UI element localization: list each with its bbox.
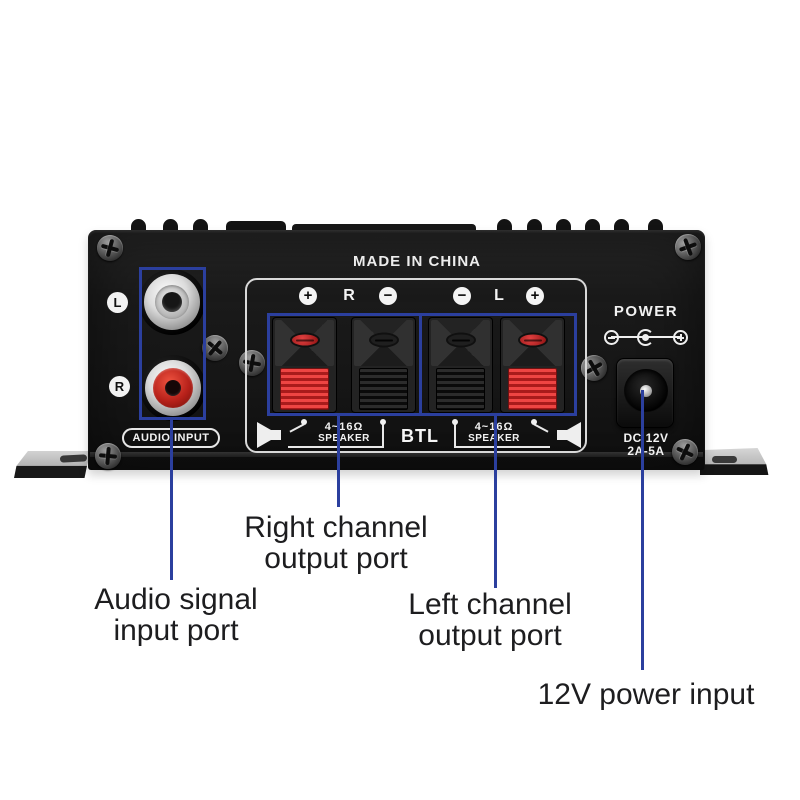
terminal-clip-lever bbox=[436, 368, 485, 410]
label-line: output port bbox=[264, 542, 408, 575]
annotation-line-right-channel bbox=[337, 414, 340, 507]
wire-terminal-dot bbox=[452, 419, 458, 425]
terminal-marking-plus: + bbox=[526, 287, 544, 305]
rca-jack-red bbox=[140, 355, 206, 421]
label-line: input port bbox=[113, 614, 239, 647]
wire-terminal-dot bbox=[301, 419, 307, 425]
dc-polarity-icon bbox=[604, 329, 688, 346]
annotation-box-right-channel bbox=[267, 313, 422, 416]
heatsink-fin bbox=[163, 219, 178, 232]
wire-line bbox=[288, 446, 384, 448]
flange-slot-hole bbox=[712, 456, 737, 463]
wire-terminal-dot bbox=[380, 419, 386, 425]
power-label: POWER bbox=[613, 303, 679, 320]
terminal-marking-minus: − bbox=[379, 287, 397, 305]
speaker-icon bbox=[557, 422, 581, 448]
dc-barrel-arc-icon bbox=[637, 329, 654, 346]
annotation-line-power bbox=[641, 390, 644, 670]
rca-center-hole bbox=[162, 292, 182, 312]
rca-jack-white bbox=[139, 269, 205, 335]
label-line: Left channel bbox=[408, 588, 572, 621]
mounting-flange-left bbox=[14, 451, 96, 478]
rca-center-hole bbox=[165, 380, 181, 396]
label-line: Right channel bbox=[244, 511, 428, 544]
heatsink-fin bbox=[556, 219, 571, 232]
terminal-release-button bbox=[368, 332, 399, 348]
terminal-marking-left: L bbox=[494, 287, 504, 304]
dc-minus-icon bbox=[604, 330, 619, 345]
wire-line bbox=[454, 446, 550, 448]
terminal-marking-right: R bbox=[343, 287, 355, 304]
label-audio-signal-input-port: Audio signal input port bbox=[26, 584, 326, 646]
dc-rating-text: DC 12V 2A-5A bbox=[596, 432, 696, 458]
heatsink-fin bbox=[585, 219, 600, 232]
flange-edge bbox=[700, 464, 769, 475]
dc-center-pin-icon bbox=[642, 334, 649, 341]
label-right-channel-output-port: Right channel output port bbox=[186, 512, 486, 574]
dc-plus-icon bbox=[673, 330, 688, 345]
left-jack-label: L bbox=[107, 292, 128, 313]
label-left-channel-output-port: Left channel output port bbox=[340, 589, 640, 651]
terminal-marking-minus: − bbox=[453, 287, 471, 305]
terminal-clip-lever bbox=[359, 368, 408, 410]
speaker-terminal-clip bbox=[429, 318, 492, 412]
flange-slot-hole bbox=[59, 454, 88, 463]
speaker-text: SPEAKER bbox=[318, 433, 370, 444]
terminal-release-button bbox=[445, 332, 476, 348]
heatsink-fin bbox=[193, 219, 208, 232]
label-12v-power-input: 12V power input bbox=[496, 679, 796, 710]
label-line: 12V power input bbox=[537, 678, 755, 711]
heatsink-ridge bbox=[226, 221, 286, 232]
terminal-release-button bbox=[517, 332, 548, 348]
terminal-clip-lever bbox=[508, 368, 557, 410]
heatsink-fin bbox=[527, 219, 542, 232]
speaker-section-outline bbox=[245, 278, 587, 453]
annotation-box-left-channel bbox=[419, 313, 577, 416]
speaker-icon bbox=[257, 422, 281, 448]
speaker-text: SPEAKER bbox=[459, 433, 529, 445]
panel-bottom-bevel bbox=[90, 452, 703, 457]
dc-power-jack bbox=[616, 358, 674, 428]
terminal-marking-plus: + bbox=[299, 287, 317, 305]
btl-mode-label: BTL bbox=[401, 426, 439, 446]
speaker-terminal-clip bbox=[501, 318, 564, 412]
annotation-line-left-channel bbox=[494, 414, 497, 588]
impedance-text: 4~16Ω bbox=[459, 421, 529, 433]
made-in-china-text: MADE IN CHINA bbox=[353, 253, 481, 270]
right-jack-label: R bbox=[109, 376, 130, 397]
speaker-spec-right: 4~16Ω SPEAKER bbox=[459, 421, 529, 445]
flange-edge bbox=[14, 465, 87, 478]
wire-line bbox=[382, 424, 384, 448]
speaker-spec-left: 4~16Ω SPEAKER bbox=[309, 421, 379, 445]
label-line: Audio signal bbox=[94, 583, 258, 616]
heatsink-fin bbox=[131, 219, 146, 232]
annotation-box-audio-input bbox=[139, 267, 206, 420]
heatsink-fin bbox=[614, 219, 629, 232]
mounting-flange-right bbox=[700, 448, 772, 475]
heatsink-fin bbox=[648, 219, 663, 232]
heatsink-fin bbox=[497, 219, 512, 232]
wire-terminal-dot bbox=[531, 419, 537, 425]
wire-line bbox=[454, 424, 456, 448]
impedance-text: 4~16Ω bbox=[324, 421, 364, 433]
dc-voltage-text: DC 12V bbox=[623, 431, 669, 445]
heatsink-ridge bbox=[292, 224, 476, 232]
speaker-terminal-clip bbox=[273, 318, 336, 412]
terminal-release-button bbox=[289, 332, 320, 348]
speaker-terminal-clip bbox=[352, 318, 415, 412]
dc-current-text: 2A-5A bbox=[627, 444, 665, 458]
label-line: output port bbox=[418, 619, 562, 652]
terminal-clip-lever bbox=[280, 368, 329, 410]
annotation-line-audio-input bbox=[170, 418, 173, 580]
